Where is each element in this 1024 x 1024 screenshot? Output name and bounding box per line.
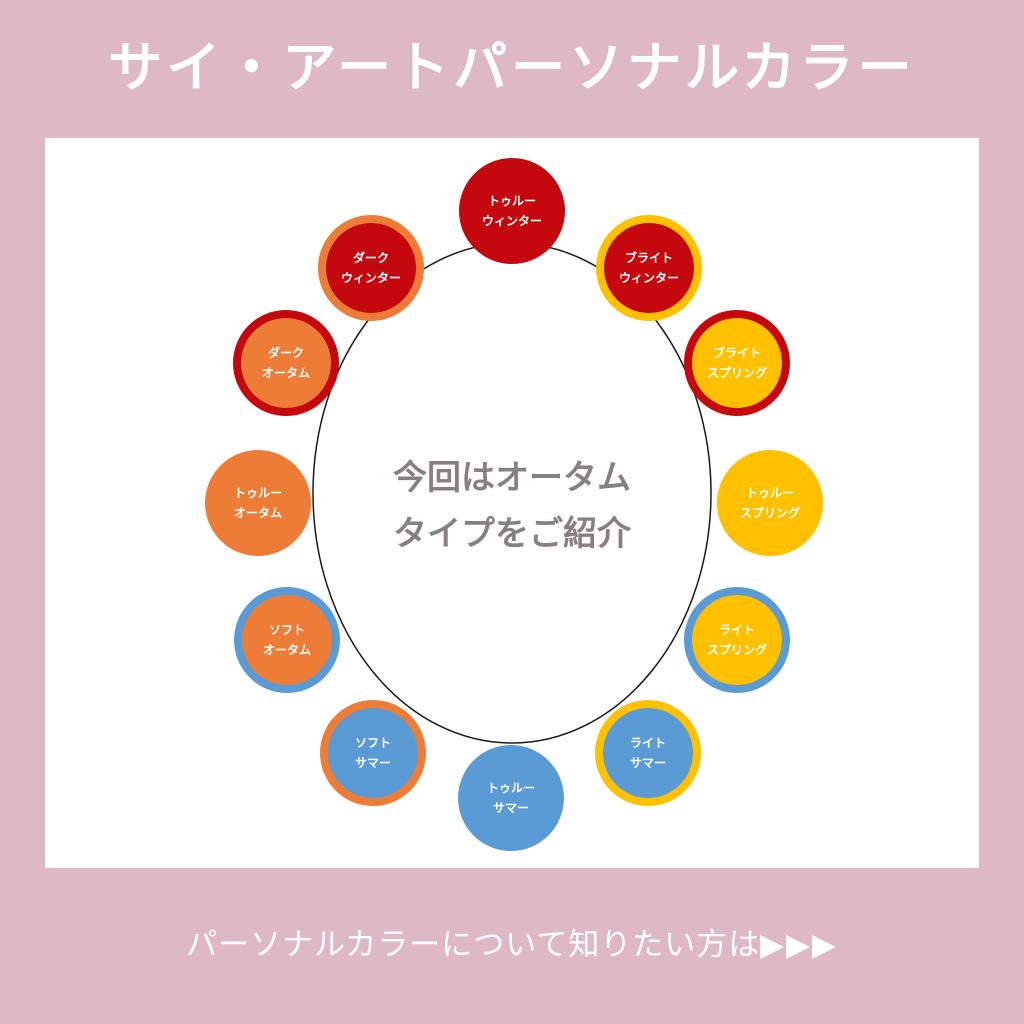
season-light-summer: ライトサマー [595,700,701,806]
season-label-line: トゥルー [487,194,536,208]
season-label-line: スプリング [739,506,800,520]
season-bright-spring-core: ブライトスプリング [692,318,782,408]
season-label-line: ウィンター [618,271,679,285]
season-true-summer-core: トゥルーサマー [466,753,556,843]
season-label-line: ブライト [624,251,673,265]
season-label-line: ウィンター [481,214,542,228]
season-label-line: ライト [629,736,666,750]
season-label-line: トゥルー [486,781,535,795]
season-label-line: ダーク [267,346,304,360]
season-dark-winter: ダークウィンター [318,215,424,321]
center-message: 今回はオータム タイプをご紹介 [345,450,679,562]
season-label-line: サマー [629,756,666,770]
season-light-summer-core: ライトサマー [603,708,693,798]
season-dark-autumn-core: ダークオータム [241,318,331,408]
season-true-spring-core: トゥルースプリング [725,458,815,548]
season-label-line: スプリング [706,643,767,657]
season-true-winter-core: トゥルーウィンター [467,166,557,256]
season-dark-autumn: ダークオータム [233,310,339,416]
season-label-line: トゥルー [745,486,794,500]
season-soft-autumn-core: ソフトオータム [242,595,332,685]
season-soft-summer: ソフトサマー [320,700,426,806]
season-label-line: ダーク [352,251,389,265]
season-label-line: サマー [354,756,391,770]
season-true-summer: トゥルーサマー [458,745,564,851]
season-label-line: ブライト [712,346,761,360]
center-message-line-2: タイプをご紹介 [393,514,631,554]
season-true-autumn-core: トゥルーオータム [213,458,303,548]
season-dark-winter-core: ダークウィンター [326,223,416,313]
season-true-autumn: トゥルーオータム [205,450,311,556]
page-title: サイ・アートパーソナルカラー [108,36,916,99]
season-label-line: ソフト [354,736,391,750]
season-soft-summer-core: ソフトサマー [328,708,418,798]
season-bright-winter-core: ブライトウィンター [604,223,694,313]
center-message-line-1: 今回はオータム [393,458,631,498]
season-label-line: サマー [492,801,529,815]
season-bright-winter: ブライトウィンター [596,215,702,321]
season-true-winter: トゥルーウィンター [459,158,565,264]
season-label-line: オータム [233,506,282,520]
season-soft-autumn: ソフトオータム [234,587,340,693]
diagram-panel: 今回はオータム タイプをご紹介 トゥルーウィンターブライトウィンターブライトスプ… [45,138,979,868]
season-bright-spring: ブライトスプリング [684,310,790,416]
season-label-line: オータム [261,366,310,380]
season-light-spring-core: ライトスプリング [692,595,782,685]
season-label-line: トゥルー [233,486,282,500]
play-arrows-icon: ▶▶▶ [760,927,838,963]
season-true-spring: トゥルースプリング [717,450,823,556]
season-light-spring: ライトスプリング [684,587,790,693]
season-label-line: スプリング [706,366,767,380]
season-label-line: ソフト [268,623,305,637]
footer-text: パーソナルカラーについて知りたい方は [186,927,761,963]
season-label-line: ライト [718,623,755,637]
season-label-line: オータム [262,643,311,657]
footer-link[interactable]: パーソナルカラーについて知りたい方は▶▶▶ [0,915,1024,975]
season-label-line: ウィンター [340,271,401,285]
